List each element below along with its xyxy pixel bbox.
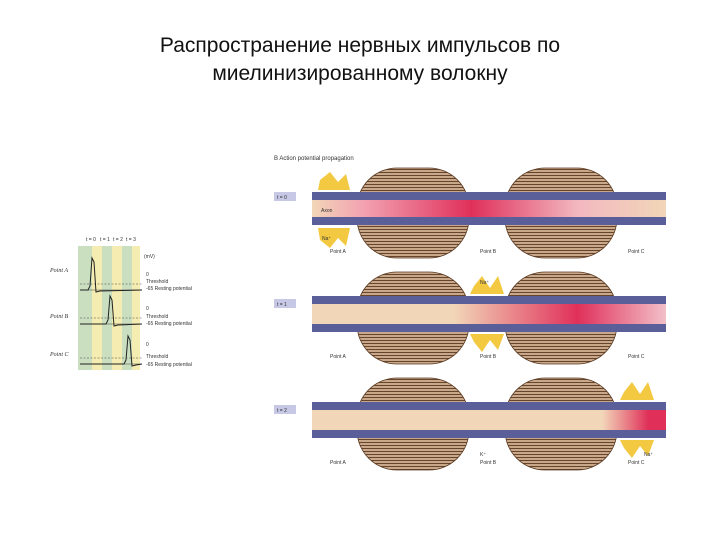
graph-tick-t3: t = 3 [126,237,136,243]
graph-row-b-trace [80,294,143,327]
point-c-label-t1: Point C [628,354,645,360]
na-channel-burst-b-t1 [470,276,504,294]
time-label-t2: t = 2 [277,408,287,414]
na-label-t0: Na⁺ [322,236,331,242]
graph-green-band-3 [122,246,132,370]
axon-row-t2: t = 2 Na⁺ K⁺ Point A Point B Point C [274,377,666,471]
time-label-t0: t = 0 [277,195,287,201]
graph-row-a-resting: -65 Resting potential [146,286,192,292]
point-b-label-t1: Point B [480,354,497,360]
graph-row-c-resting: -65 Resting potential [146,362,192,368]
title-line-1: Распространение нервных импульсов по [159,34,561,57]
point-c-label-t0: Point C [628,249,645,255]
membrane-top-t2 [312,402,666,410]
graph-row-b-scale: 0 [146,306,149,312]
membrane-top-t0 [312,192,666,200]
axoplasm-t0 [312,200,666,217]
membrane-bottom-t1 [312,324,666,332]
na-channel-burst-a-t0 [318,172,350,190]
axoplasm-t2 [312,410,666,430]
graph-row-b-resting: -65 Resting potential [146,321,192,327]
graph-row-a-scale: 0 [146,272,149,278]
graph-tick-t2: t = 2 [113,237,123,243]
point-b-label-t2: Point B [480,460,497,466]
graph-green-band-2 [102,246,112,370]
graph-row-c-trace [80,334,143,367]
time-label-t1: t = 1 [277,302,287,308]
point-a-label-t1: Point A [330,354,347,360]
graph-unit-label: (mV) [144,254,155,260]
graph-row-a-threshold: Threshold [146,279,168,285]
slide-title: Распространение нервных импульсов по мие… [60,32,660,88]
axon-row-t0: t = 0 Axon Na⁺ Point A Point B Point C [274,167,666,259]
title-line-2: миелинизированному волокну [212,62,508,85]
graph-row-c-scale: 0 [146,342,149,348]
panel-heading: B Action potential propagation [274,156,354,162]
membrane-bottom-t0 [312,217,666,225]
graph-row-a-label: Point A [49,268,68,274]
time-tag-t1 [274,299,296,308]
point-a-label-t0: Point A [330,249,347,255]
time-tag-t2 [274,405,296,414]
axoplasm-t1 [312,304,666,324]
time-tag-t0 [274,192,296,201]
k-label-t2: K⁺ [480,452,486,458]
graph-row-c-threshold: Threshold [146,354,168,360]
membrane-potential-graph: t = 0 t = 1 t = 2 t = 3 (mV) Point A 0 T… [49,237,192,370]
na-channel-burst-c-t2 [620,382,654,400]
axon-row-t1: t = 1 Na⁺ Point A Point B Point C [274,271,666,365]
graph-green-band-1 [78,246,92,370]
axon-label: Axon [321,208,333,214]
point-c-label-t2: Point C [628,460,645,466]
graph-row-b-label: Point B [49,314,68,320]
na-label-t1: Na⁺ [480,280,489,286]
na-channel-burst-a2-t0 [318,228,350,248]
membrane-top-t1 [312,296,666,304]
graph-row-c-label: Point C [49,352,69,358]
na-label-t2: Na⁺ [644,452,653,458]
graph-row-b-threshold: Threshold [146,314,168,320]
na-channel-burst-c2-t2 [620,440,654,458]
point-a-label-t2: Point A [330,460,347,466]
point-b-label-t0: Point B [480,249,497,255]
graph-row-a-trace [80,256,143,293]
graph-tick-t0: t = 0 [86,237,96,243]
na-channel-burst-b2-t1 [470,334,504,352]
graph-tick-t1: t = 1 [100,237,110,243]
membrane-bottom-t2 [312,430,666,438]
